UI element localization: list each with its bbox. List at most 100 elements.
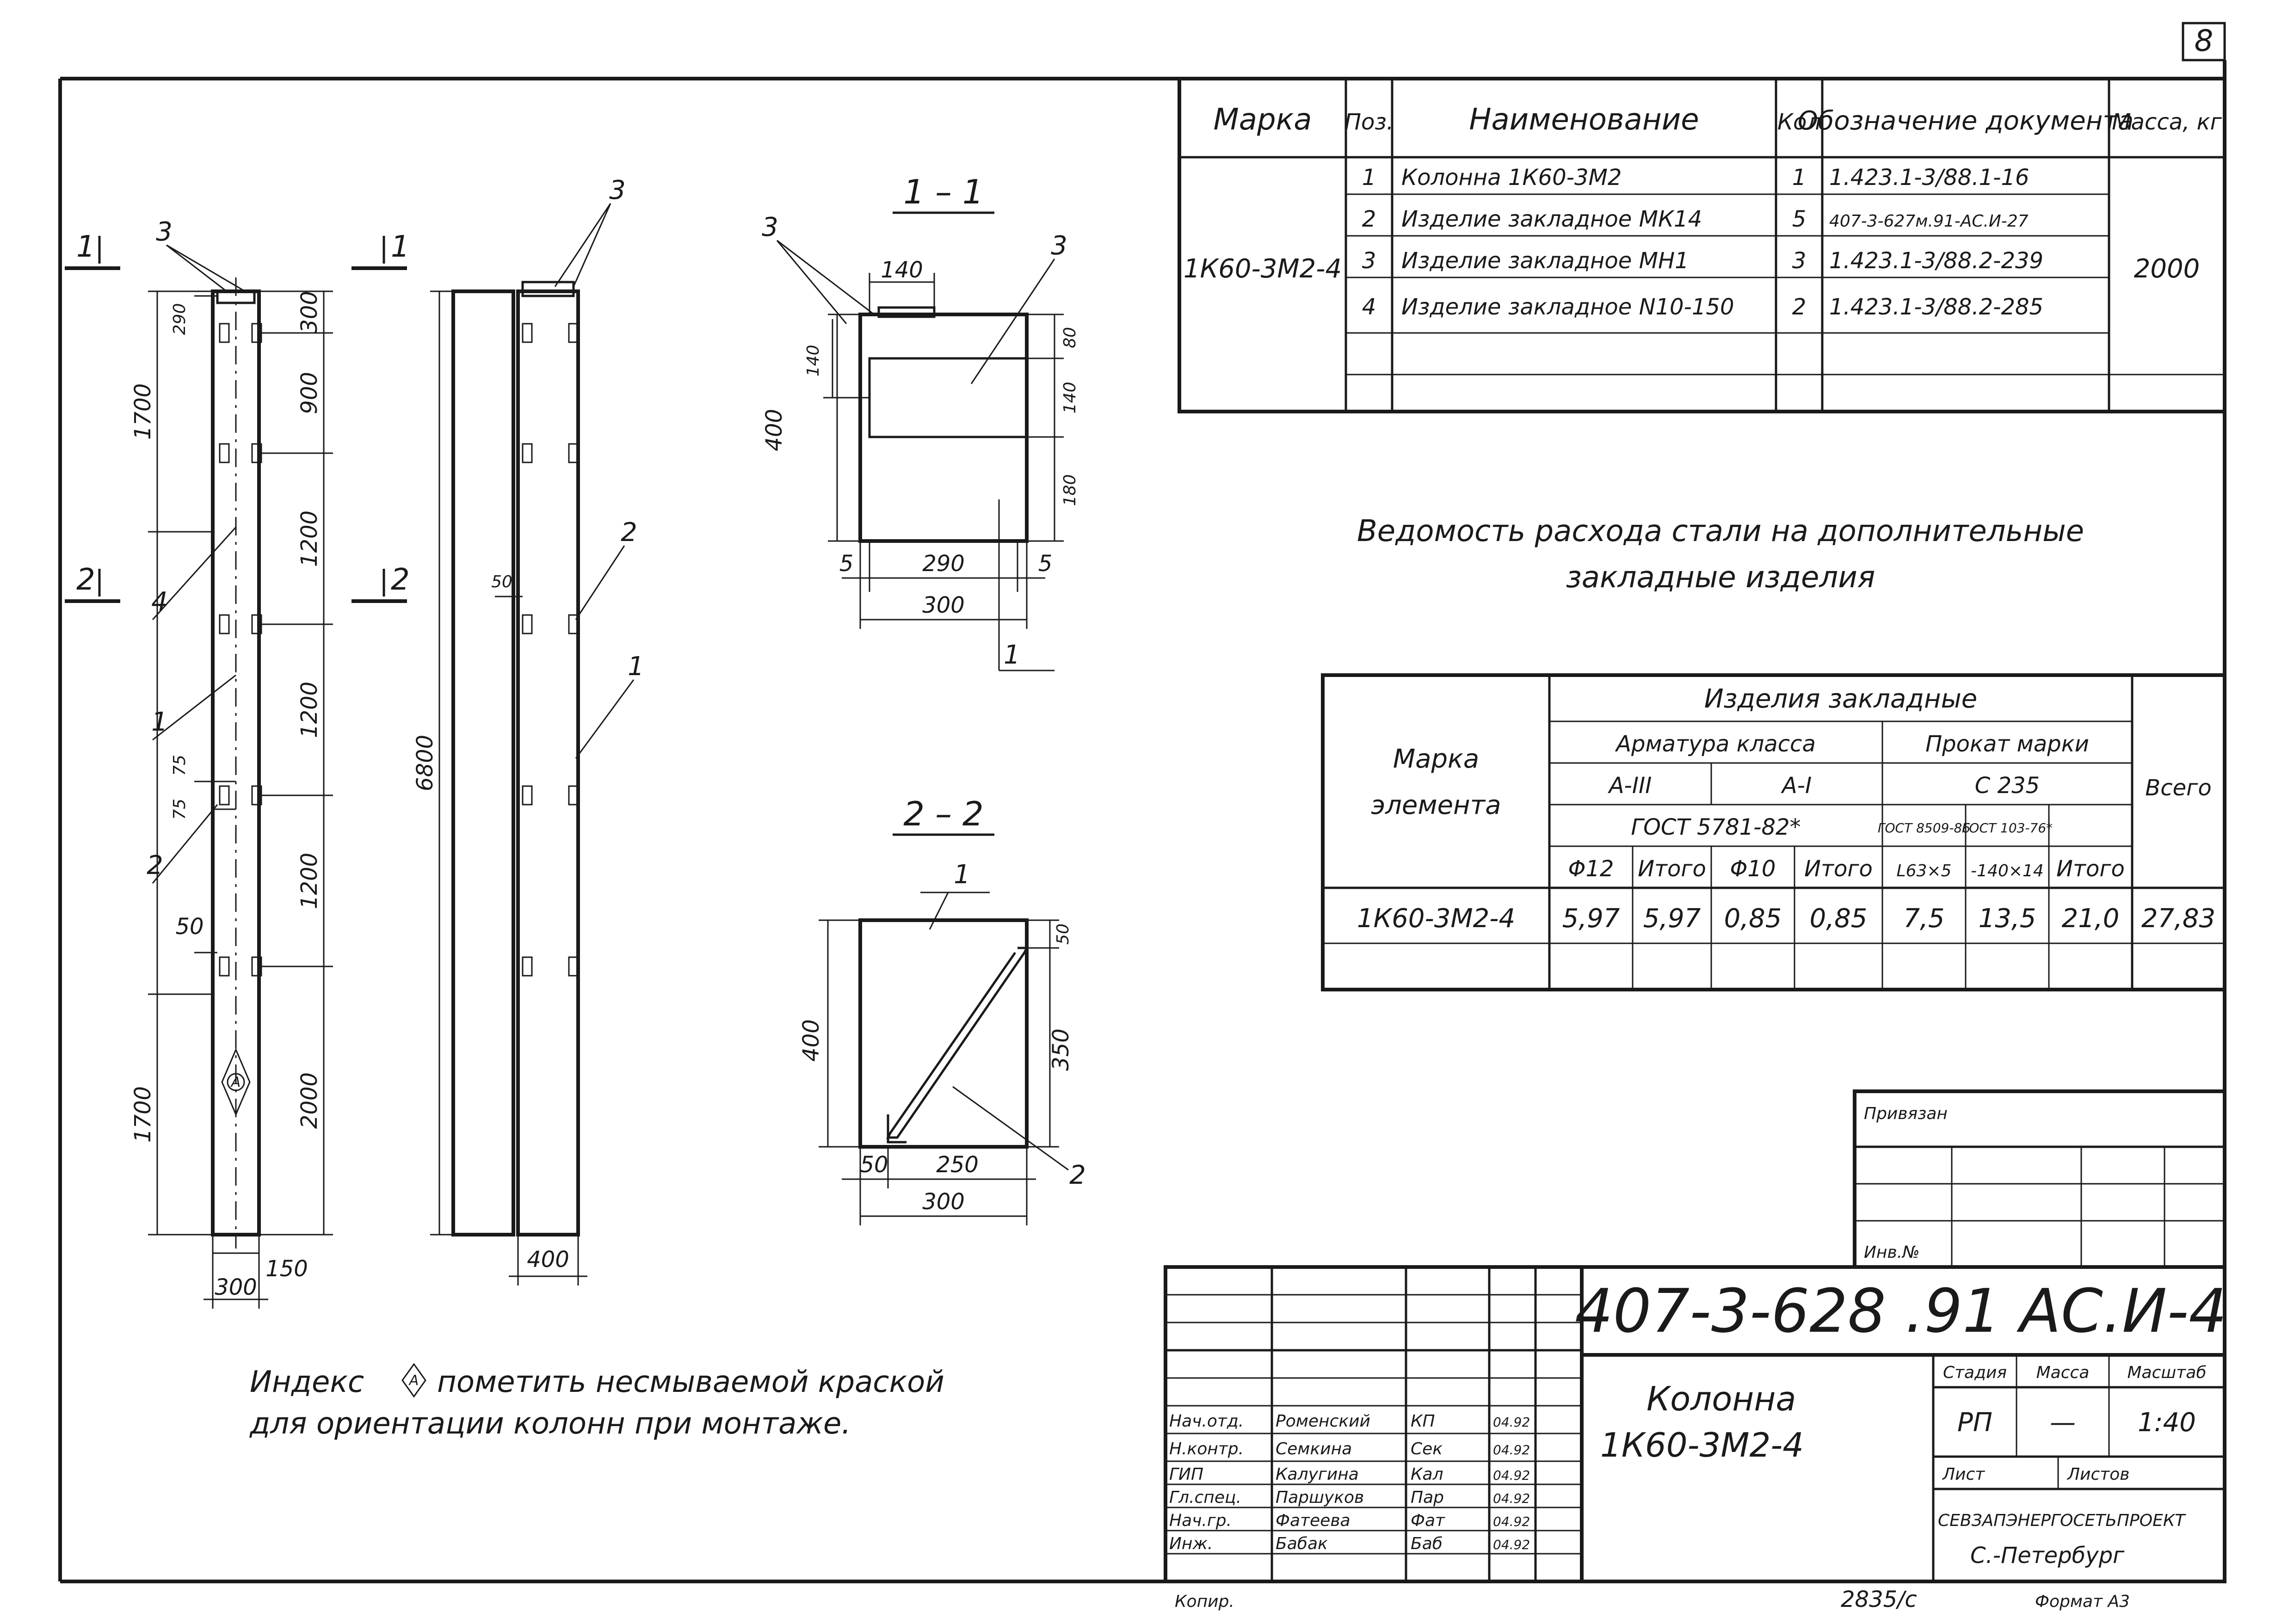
spec-table (1178, 77, 2226, 413)
steel-title-line2: закладные изделия (1566, 560, 1875, 595)
sec1-callout-3-right: 3 (1051, 231, 1067, 261)
person-sign: Фат (1411, 1511, 1445, 1530)
callout-2-side: 2 (621, 517, 637, 547)
callout-1-front: 1 (151, 707, 168, 737)
steel-h-total: Всего (2145, 775, 2211, 801)
note-line1-a: Индекс (250, 1365, 364, 1399)
h-mass: Масса (2036, 1363, 2090, 1382)
spec-row-qty: 3 (1792, 248, 1807, 274)
note-line2: для ориентации колонн при монтаже. (249, 1407, 851, 1441)
callout-4-front: 4 (151, 587, 168, 617)
spec-row-pos: 2 (1362, 206, 1376, 232)
callout-3-side: 3 (609, 175, 626, 205)
person-sign: Сек (1411, 1439, 1443, 1458)
steel-col: -140×14 (1971, 861, 2044, 880)
spec-row-name: Колонна 1К60-3М2 (1401, 165, 1622, 191)
org-line2: С.-Петербург (1970, 1543, 2125, 1569)
section-2-title: 2 – 2 (903, 794, 983, 833)
cut-1-right: 1 (391, 230, 410, 264)
side-view-leaders (554, 203, 635, 759)
person-sign: Баб (1411, 1534, 1443, 1553)
steel-value: 7,5 (1903, 904, 1944, 934)
dim-300-bottom: 300 (215, 1274, 257, 1300)
steel-title-line1: Ведомость расхода стали на дополнительны… (1357, 514, 2084, 548)
stage-value: РП (1957, 1408, 1992, 1438)
sec2-dim-50: 50 (1054, 923, 1073, 945)
front-view-leaders (152, 244, 246, 884)
dim-300-top: 300 (296, 291, 322, 333)
steel-col: Итого (2056, 856, 2125, 882)
person-name: Паршуков (1276, 1488, 1364, 1507)
spec-header-doc: Обозначение документа (1798, 106, 2134, 136)
sec1-dim-140-right: 140 (1061, 382, 1079, 414)
person-date: 04.92 (1493, 1514, 1530, 1529)
dim-1200-a: 1200 (296, 511, 322, 567)
person-role: ГИП (1169, 1465, 1203, 1484)
section-2-drawing (819, 918, 1059, 1225)
column-front-view (211, 277, 262, 1249)
person-date: 04.92 (1493, 1415, 1530, 1430)
doc-code: 407-3-628 .91 АС.И-4 (1575, 1276, 2227, 1346)
spec-header-qty: Кол (1777, 109, 1821, 135)
sheets-label: Листов (2066, 1465, 2129, 1484)
section-2-leaders (920, 892, 1069, 1171)
sec2-dim-250: 250 (936, 1152, 979, 1178)
scale-value: 1:40 (2138, 1408, 2196, 1438)
person-name: Семкина (1276, 1439, 1352, 1458)
spec-row-pos: 1 (1362, 165, 1376, 191)
steel-h-gost8509: ГОСТ 8509-86 (1878, 820, 1970, 836)
spec-header-mark: Марка (1214, 103, 1312, 137)
column-side-view (430, 281, 587, 1286)
dim-1700-bottom: 1700 (130, 1086, 156, 1143)
spec-row-doc: 407-3-627м.91-АС.И-27 (1829, 212, 2029, 231)
steel-value: 5,97 (1643, 904, 1701, 934)
sec1-dim-290: 290 (922, 551, 965, 577)
note-index-letter: А (408, 1372, 419, 1389)
steel-value: 13,5 (1979, 904, 2036, 934)
person-date: 04.92 (1493, 1537, 1530, 1552)
section-1-drawing (823, 273, 1064, 629)
spec-row-qty: 5 (1792, 206, 1807, 232)
h-scale: Масштаб (2127, 1363, 2206, 1382)
sec2-dim-300: 300 (922, 1189, 965, 1215)
footer-format: Формат А3 (2035, 1592, 2130, 1611)
dim-6800: 6800 (412, 735, 438, 791)
person-role: Инж. (1169, 1534, 1213, 1553)
dim-75-b: 75 (170, 799, 189, 820)
spec-row-qty: 1 (1792, 165, 1807, 191)
title-block (1164, 1265, 2226, 1583)
footer-order: 2835/с (1841, 1587, 1917, 1612)
dim-900: 900 (296, 372, 322, 414)
dim-1700-top: 1700 (130, 383, 156, 440)
dim-290: 290 (170, 303, 189, 335)
binding-label: Привязан (1864, 1104, 1948, 1123)
dim-50-side: 50 (491, 572, 512, 591)
person-role: Нач.отд. (1169, 1412, 1244, 1431)
person-sign: КП (1411, 1412, 1435, 1431)
front-view-dimensions (148, 290, 333, 1309)
steel-h-a1: А-I (1781, 773, 1812, 799)
section-1-leaders (776, 240, 1055, 671)
sec2-callout-1: 1 (954, 860, 970, 890)
steel-row-mark: 1К60-3М2-4 (1357, 904, 1515, 934)
steel-table (1321, 673, 2226, 991)
dim-400-side: 400 (527, 1247, 569, 1273)
steel-h-arm: Арматура класса (1615, 731, 1816, 757)
binding-inv: Инв.№ (1864, 1243, 1920, 1262)
dim-75-a: 75 (170, 755, 189, 776)
callout-2-front: 2 (147, 850, 163, 880)
mass-value: — (2050, 1408, 2076, 1438)
steel-h-mark-2: элемента (1371, 790, 1501, 820)
sec1-dim-180: 180 (1061, 474, 1079, 506)
cut-1-left: 1 (76, 230, 95, 264)
sec2-dim-50-bottom: 50 (860, 1152, 888, 1178)
title-name-line1: Колонна (1646, 1379, 1796, 1418)
spec-row-pos: 3 (1362, 248, 1376, 274)
person-name: Бабак (1276, 1534, 1328, 1553)
sec1-dim-300: 300 (922, 592, 965, 618)
callout-1-side: 1 (628, 652, 644, 682)
steel-col: Итого (1638, 856, 1706, 882)
sec2-dim-400: 400 (798, 1019, 824, 1062)
spec-row-name: Изделие закладное МК14 (1401, 206, 1702, 232)
